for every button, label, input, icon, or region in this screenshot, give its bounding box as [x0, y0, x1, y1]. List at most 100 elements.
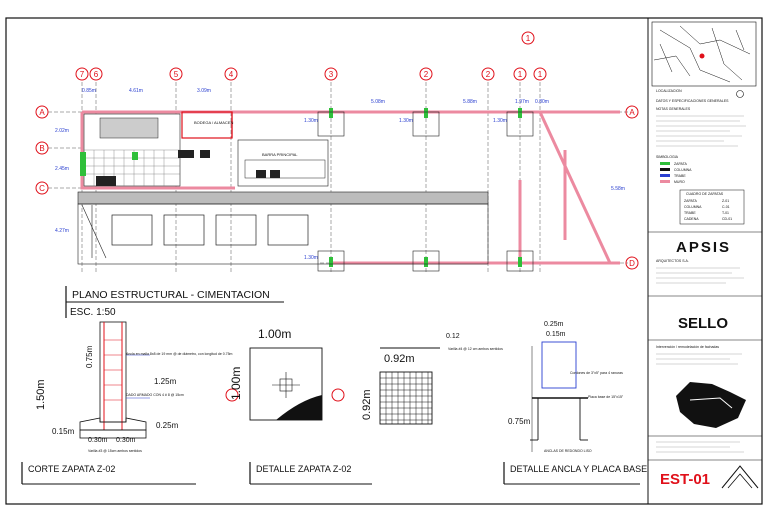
firm-logo-text: APSIS: [676, 239, 731, 256]
ancla-note-anclas: ANCLAS DE REDONDO LISO: [544, 449, 592, 453]
legend-item: MURO: [674, 180, 685, 184]
axis-label-left: C: [39, 184, 45, 193]
legend-swatch-zapata: [660, 162, 670, 165]
dim-left: 4.27m: [55, 228, 69, 234]
plan-dimensions: 0.85m 4.61m 3.09m 5.08m 5.88m 1.97m 0.80…: [55, 88, 625, 261]
location-map: LOCALIZACION: [651, 21, 757, 98]
ancla-dim-015: 0.15m: [546, 331, 566, 338]
plan-title: PLANO ESTRUCTURAL - CIMENTACION: [72, 289, 270, 301]
notes-subtitle: NOTAS GENERALES: [656, 107, 691, 111]
parrilla-dim-height: 0.92m: [361, 389, 373, 420]
dim-top: 4.61m: [129, 88, 143, 94]
dim-left: 2.45m: [55, 166, 69, 172]
legend-title: SIMBOLOGIA: [656, 155, 679, 159]
dim-top: 1.97m: [515, 99, 529, 105]
corte-dim-025: 0.25m: [156, 421, 179, 430]
legend-swatch-columna: [660, 168, 670, 171]
dim-top: 0.85m: [82, 88, 96, 94]
room-label-bar: BARRA PRINCIPAL: [262, 152, 298, 157]
legend: SIMBOLOGIA ZAPATA COLUMNA TRABE MURO: [656, 155, 692, 184]
table-cell: C-01: [722, 205, 730, 209]
column-dim: 1.30m: [399, 118, 413, 124]
sheet-frame: [5, 17, 763, 505]
table-cell: ZAPATA: [684, 199, 698, 203]
corte-dim-030b: 0.30m: [116, 437, 136, 444]
axis-label-right: A: [629, 108, 635, 117]
detail-parrilla: 0.92m 0.92m 0.12 Varilla #4 @ 12 cm ambo…: [361, 333, 503, 425]
axis-label-top: 5: [174, 70, 179, 79]
column-dim: 1.30m: [304, 118, 318, 124]
parrilla-dim-cover: 0.12: [446, 333, 460, 340]
location-label: LOCALIZACION: [656, 89, 682, 93]
ancla-note-cordones: Cordones de 3"x5" para 4 ranuras: [570, 371, 623, 375]
axis-label-left: A: [39, 108, 45, 117]
table-cell: T-01: [722, 211, 729, 215]
kitchen-area: [83, 113, 210, 187]
corte-note-dado: DADO ARMADO CON 4 # 8 @ 15cm: [126, 393, 184, 397]
corte-dim-030a: 0.30m: [88, 437, 108, 444]
corte-dim-150: 1.50m: [35, 379, 47, 410]
firm-subtitle: ARQUITECTOS S.A.: [656, 259, 689, 263]
ancla-title: DETALLE ANCLA Y PLACA BASE: [510, 464, 647, 474]
dim-top: 5.88m: [463, 99, 477, 105]
plan-scale: ESC. 1:50: [70, 307, 116, 318]
axis-label-top: 3: [329, 70, 334, 79]
dim-right: 5.58m: [611, 186, 625, 192]
axis-label-top: 2: [486, 70, 491, 79]
columns: [80, 108, 522, 267]
zapata-dim-width: 1.00m: [258, 327, 291, 341]
roof-logo-icon: [721, 465, 759, 489]
emblem-map: [676, 382, 746, 428]
table-cell: CADENA: [684, 217, 699, 221]
axis-labels: 7 6 5 4 3 2 2 1 1 1 A B C A D: [39, 34, 635, 268]
detail-zapata: 1.00m 1.00m DETALLE ZAPATA Z-02: [229, 327, 372, 485]
parrilla-dim-width: 0.92m: [384, 353, 415, 365]
axis-label-top: 6: [94, 70, 99, 79]
room-label-bodega: BODEGA / ALMACEN: [194, 120, 233, 125]
foundation-plan: 7 6 5 4 3 2 2 1 1 1 A B C A D 0.85m 4.61…: [35, 31, 639, 402]
legend-item: COLUMNA: [674, 168, 692, 172]
table-cell: Z-01: [722, 199, 729, 203]
axis-label-top: 1: [538, 70, 543, 79]
table-cell: CD-01: [722, 217, 732, 221]
column-dim: 1.30m: [304, 255, 318, 261]
dim-top: 0.80m: [535, 99, 549, 105]
parrilla-note: Varilla #4 @ 12 cm ambos sentidos: [448, 347, 503, 351]
corte-dim-075: 0.75m: [85, 345, 94, 368]
bar-area: [237, 139, 329, 187]
dim-top: 5.08m: [371, 99, 385, 105]
corte-note-varilla: Varilla #3 @ 15cm ambos sentidos: [88, 449, 142, 453]
footings: [317, 111, 534, 272]
dim-left: 2.02m: [55, 128, 69, 134]
seal-label: SELLO: [678, 315, 728, 332]
zapata-dim-height: 1.00m: [229, 367, 243, 400]
general-notes: DATOS Y ESPECIFICACIONES GENERALES NOTAS…: [656, 99, 746, 147]
axis-label-top: 1: [518, 70, 523, 79]
corte-dim-125: 1.25m: [154, 377, 177, 386]
schedule-table: CUADRO DE ZAPATAS ZAPATA Z-01 COLUMNA C-…: [679, 189, 745, 225]
ancla-dim-075: 0.75m: [508, 417, 531, 426]
dim-top: 3.09m: [197, 88, 211, 94]
table-title: CUADRO DE ZAPATAS: [686, 192, 724, 196]
axis-label-top: 2: [424, 70, 429, 79]
plan-title-block: PLANO ESTRUCTURAL - CIMENTACION ESC. 1:5…: [65, 286, 284, 318]
axis-label-top: 7: [80, 70, 85, 79]
axis-label-right: D: [629, 259, 635, 268]
legend-swatch-trabe: [660, 174, 670, 177]
north-arrow-icon: [736, 90, 744, 98]
project-note: Intervención / remodelación de fachadas: [656, 345, 719, 349]
column-dim: 1.30m: [493, 118, 507, 124]
corridor: [77, 191, 489, 265]
axis-label-left: B: [39, 144, 44, 153]
sheet-code: EST-01: [660, 471, 710, 488]
axis-label-north: 1: [526, 34, 531, 43]
title-block-sidebar: LOCALIZACION DATOS Y ESPECIFICACIONES GE…: [648, 21, 762, 489]
corte-dim-015: 0.15m: [52, 427, 75, 436]
legend-item: ZAPATA: [674, 162, 688, 166]
ancla-dim-025: 0.25m: [544, 321, 564, 328]
ancla-note-placa: Placa base de 15"x15": [588, 395, 624, 399]
corte-title: CORTE ZAPATA Z-02: [28, 464, 115, 474]
detail-corte-zapata: 0.75m 1.50m 0.15m 1.25m 0.25m 0.30m 0.30…: [21, 321, 233, 485]
room-labels: BODEGA / ALMACEN BARRA PRINCIPAL: [194, 120, 298, 157]
